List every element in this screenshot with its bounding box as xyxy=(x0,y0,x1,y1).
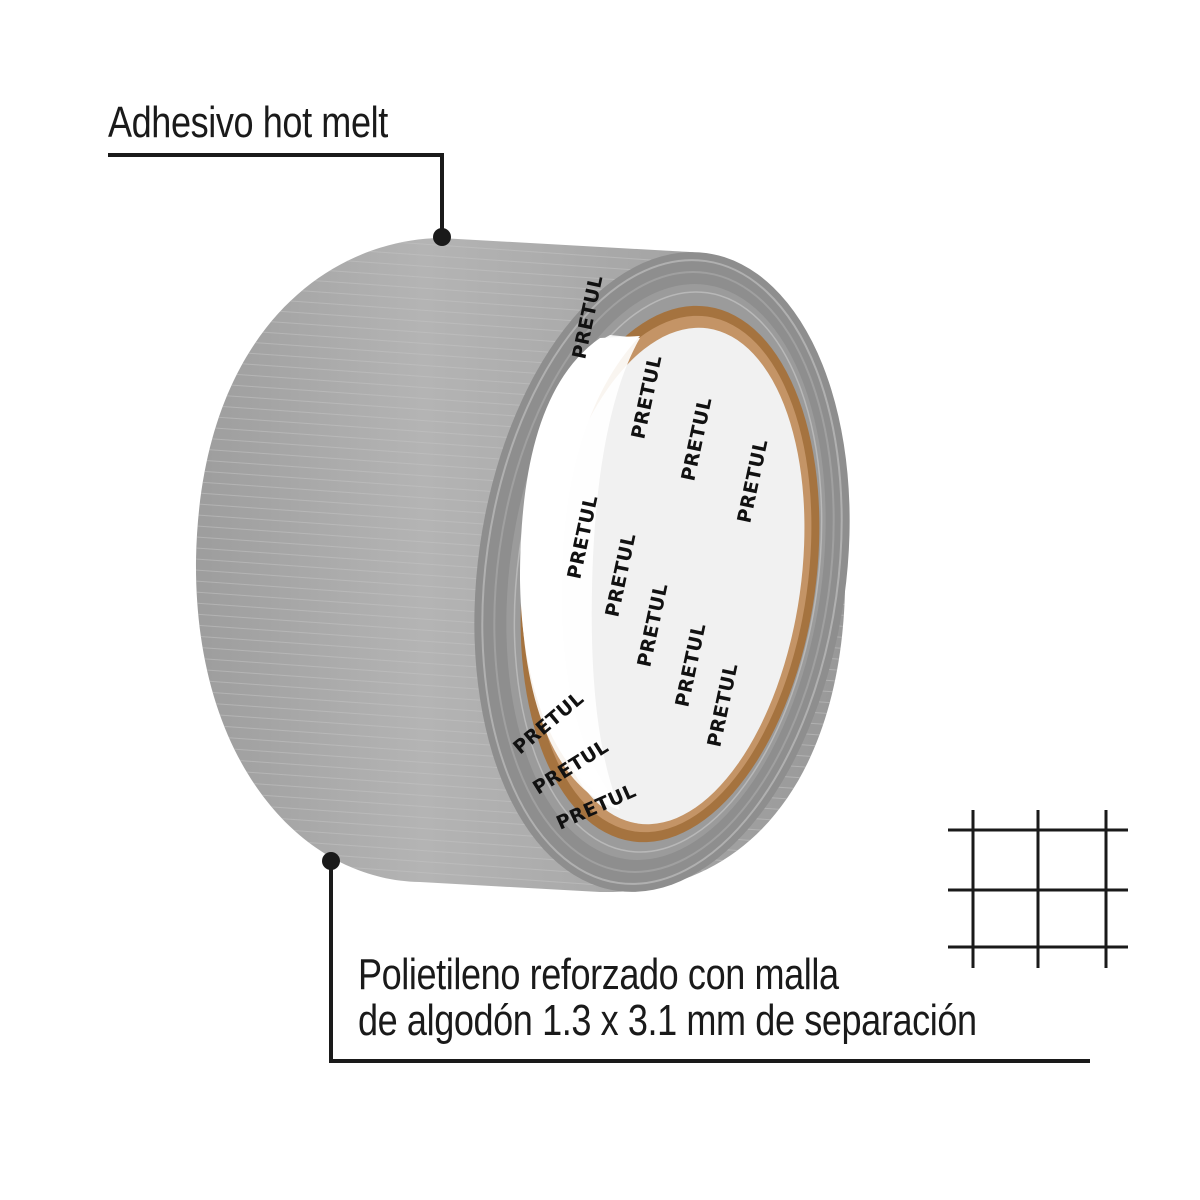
callout-bottom-line-2: de algodón 1.3 x 3.1 mm de separación xyxy=(358,996,977,1045)
callout-top-leader xyxy=(108,153,451,246)
callout-bottom-label: Polietileno reforzado con malla de algod… xyxy=(358,952,977,1044)
mesh-grid-icon xyxy=(948,810,1128,968)
core-liner xyxy=(541,327,805,825)
callout-bottom-leader xyxy=(322,852,1090,1063)
tape-roll: PRETUL PRETUL PRETUL PRETUL PRETUL PRETU… xyxy=(195,238,850,893)
callout-top-dot xyxy=(433,228,451,246)
callout-bottom-line-1: Polietileno reforzado con malla xyxy=(358,950,839,999)
callout-top-label: Adhesivo hot melt xyxy=(108,98,388,147)
